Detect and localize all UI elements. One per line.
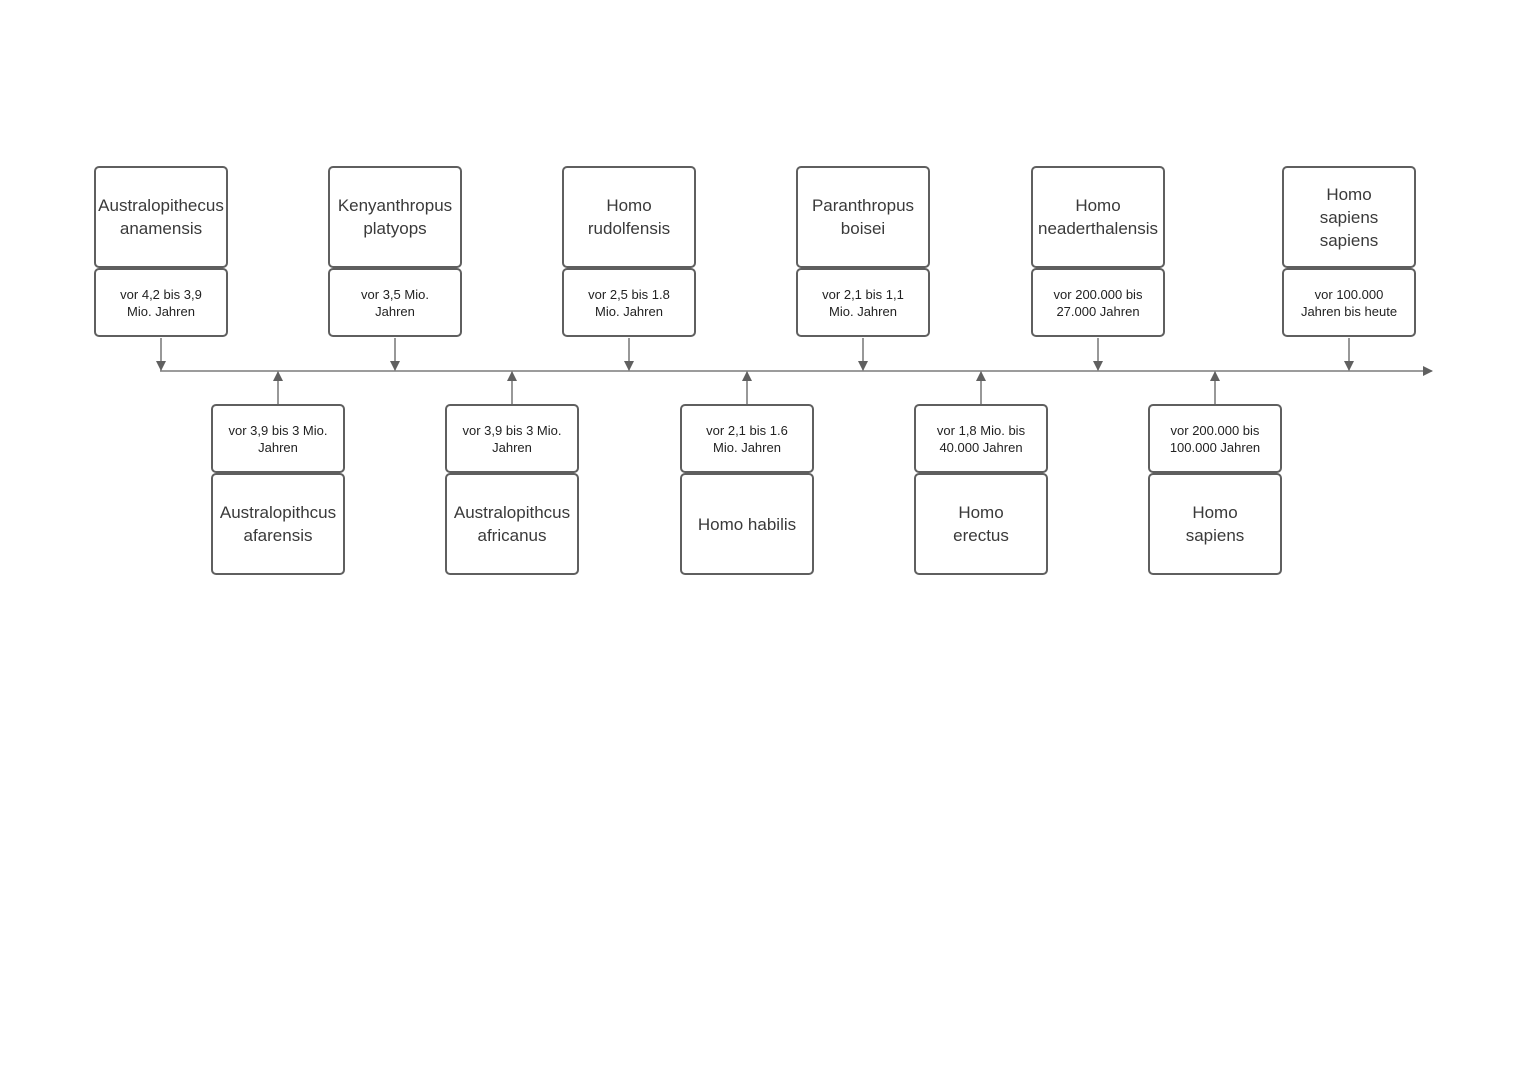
period-box-paranthropus-boisei: vor 2,1 bis 1,1 Mio. Jahren xyxy=(796,268,930,337)
period-box-australopithcus-afarensis: vor 3,9 bis 3 Mio. Jahren xyxy=(211,404,345,473)
period-box-australopithcus-africanus: vor 3,9 bis 3 Mio. Jahren xyxy=(445,404,579,473)
period-box-homo-rudolfensis: vor 2,5 bis 1.8 Mio. Jahren xyxy=(562,268,696,337)
period-box-kenyanthropus-platyops: vor 3,5 Mio. Jahren xyxy=(328,268,462,337)
species-box-australopithcus-africanus: Australopithcus africanus xyxy=(445,473,579,575)
species-box-homo-rudolfensis: Homo rudolfensis xyxy=(562,166,696,268)
species-box-kenyanthropus-platyops: Kenyanthropus platyops xyxy=(328,166,462,268)
species-box-homo-sapiens-sapiens: Homo sapiens sapiens xyxy=(1282,166,1416,268)
period-box-homo-sapiens: vor 200.000 bis 100.000 Jahren xyxy=(1148,404,1282,473)
period-box-australopithecus-anamensis: vor 4,2 bis 3,9 Mio. Jahren xyxy=(94,268,228,337)
species-box-australopithcus-afarensis: Australopithcus afarensis xyxy=(211,473,345,575)
period-box-homo-habilis: vor 2,1 bis 1.6 Mio. Jahren xyxy=(680,404,814,473)
period-box-homo-sapiens-sapiens: vor 100.000 Jahren bis heute xyxy=(1282,268,1416,337)
species-box-australopithecus-anamensis: Australopithecus anamensis xyxy=(94,166,228,268)
species-box-homo-erectus: Homo erectus xyxy=(914,473,1048,575)
species-box-homo-habilis: Homo habilis xyxy=(680,473,814,575)
period-box-homo-erectus: vor 1,8 Mio. bis 40.000 Jahren xyxy=(914,404,1048,473)
species-box-homo-neaderthalensis: Homo neaderthalensis xyxy=(1031,166,1165,268)
period-box-homo-neaderthalensis: vor 200.000 bis 27.000 Jahren xyxy=(1031,268,1165,337)
species-box-homo-sapiens: Homo sapiens xyxy=(1148,473,1282,575)
species-box-paranthropus-boisei: Paranthropus boisei xyxy=(796,166,930,268)
